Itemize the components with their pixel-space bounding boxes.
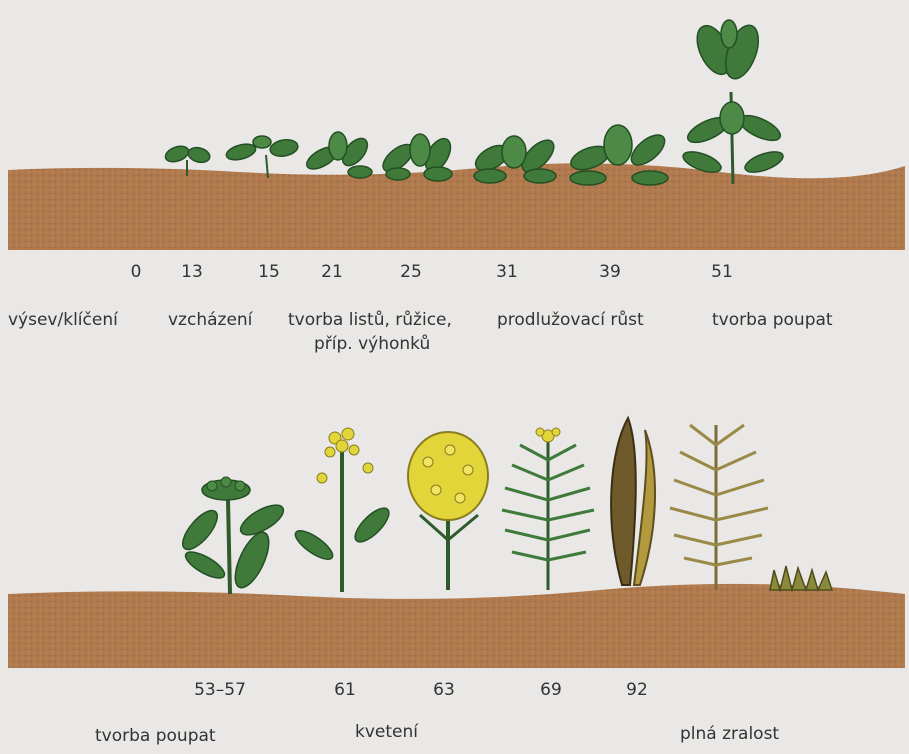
stage-code-53-57: 53–57 [194, 680, 246, 700]
plant-stage-92 [611, 418, 655, 585]
plant-stage-15 [225, 136, 299, 178]
plant-stage-63 [408, 432, 488, 590]
plant-stage-21 [303, 132, 372, 178]
stage-label-flowering: kvetení [355, 722, 418, 742]
stage-code-21: 21 [321, 262, 343, 282]
stage-label-leaf-formation: tvorba listů, růžice, [288, 310, 452, 330]
plant-stage-61 [291, 428, 394, 592]
stage-code-31: 31 [496, 262, 518, 282]
stage-code-51: 51 [711, 262, 733, 282]
stage-label-emergence: vzcházení [168, 310, 252, 330]
stage-label-sowing: výsev/klíčení [8, 310, 118, 330]
plant-stage-51 [680, 20, 785, 184]
stage-label-elongation: prodlužovací růst [497, 310, 644, 330]
stage-label-buds-top: tvorba poupat [712, 310, 833, 330]
stage-code-13: 13 [181, 262, 203, 282]
plant-stage-53-57 [177, 477, 288, 594]
plant-mature [670, 425, 768, 590]
stage-code-61: 61 [334, 680, 356, 700]
stubble [770, 566, 832, 590]
stage-label-maturity: plná zralost [680, 724, 779, 744]
stage-code-69: 69 [540, 680, 562, 700]
stage-code-39: 39 [599, 262, 621, 282]
stage-code-92: 92 [626, 680, 648, 700]
stage-label-leaf-formation-line2: příp. výhonků [314, 334, 430, 354]
soil-band-top [8, 163, 905, 250]
stage-code-0: 0 [131, 262, 142, 282]
plant-stage-69 [502, 428, 594, 590]
stage-code-63: 63 [433, 680, 455, 700]
soil-band-bottom [8, 584, 905, 668]
stage-label-buds-bottom: tvorba poupat [95, 726, 216, 746]
stage-code-15: 15 [258, 262, 280, 282]
stage-code-25: 25 [400, 262, 422, 282]
